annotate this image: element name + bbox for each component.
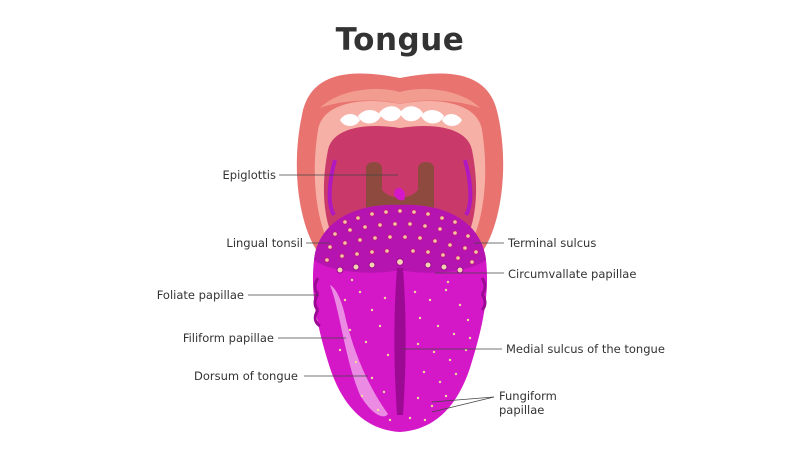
left-cavity-edge: [327, 159, 337, 217]
circumvallate-papillae: [336, 258, 464, 274]
label-filiform-papillae: Filiform papillae: [182, 331, 274, 345]
foliate-ridges: [313, 277, 487, 328]
medial-sulcus: [394, 268, 406, 415]
label-lingual-tonsil: Lingual tonsil: [226, 236, 303, 250]
label-medial-sulcus: Medial sulcus of the tongue: [506, 342, 665, 356]
label-terminal-sulcus: Terminal sulcus: [508, 236, 597, 250]
lingual-tonsil-bumps: [324, 208, 479, 265]
label-dorsum-of-tongue: Dorsum of tongue: [194, 369, 298, 383]
uvula: [394, 187, 406, 201]
label-foliate-papillae: Foliate papillae: [156, 288, 244, 302]
upper-teeth: [340, 106, 462, 126]
label-fungiform-line2: papillae: [499, 403, 545, 417]
papillae-dots: [338, 278, 472, 422]
label-circumvallate-papillae: Circumvallate papillae: [508, 267, 637, 281]
page-title: Tongue: [335, 22, 465, 58]
right-cavity-edge: [463, 159, 473, 217]
leader-lines: [248, 174, 504, 413]
tongue-highlight: [330, 285, 388, 417]
label-epiglottis: Epiglottis: [222, 168, 277, 182]
label-fungiform-line1: Fungiform: [499, 389, 557, 403]
upper-lip-highlight: [320, 89, 480, 108]
